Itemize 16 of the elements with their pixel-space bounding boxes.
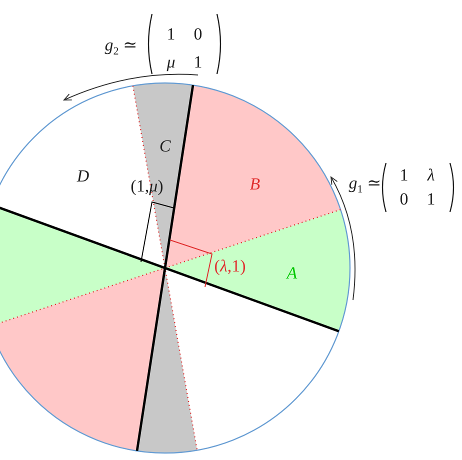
region-label: B: [250, 176, 260, 192]
formula-label: g$_{1}$ ≃: [348, 174, 382, 196]
point-label: (λ,1): [214, 258, 246, 274]
point-label: (1,μ): [130, 178, 164, 194]
formula-label: g$_{2}$ ≃: [104, 36, 138, 58]
region-label: C: [159, 138, 171, 154]
matrix-entry: λ: [427, 166, 435, 184]
region-label: D: [76, 168, 90, 184]
matrix-entry: 0: [194, 26, 202, 42]
matrix-entry: 1: [194, 54, 202, 70]
matrix-entry: 1: [166, 26, 176, 42]
matrix-entry: 1: [400, 166, 408, 184]
region-label: A: [286, 264, 298, 282]
matrix-entry: 1: [426, 190, 436, 208]
matrix-entry: 0: [400, 190, 408, 208]
matrix-entry: μ: [166, 54, 176, 70]
